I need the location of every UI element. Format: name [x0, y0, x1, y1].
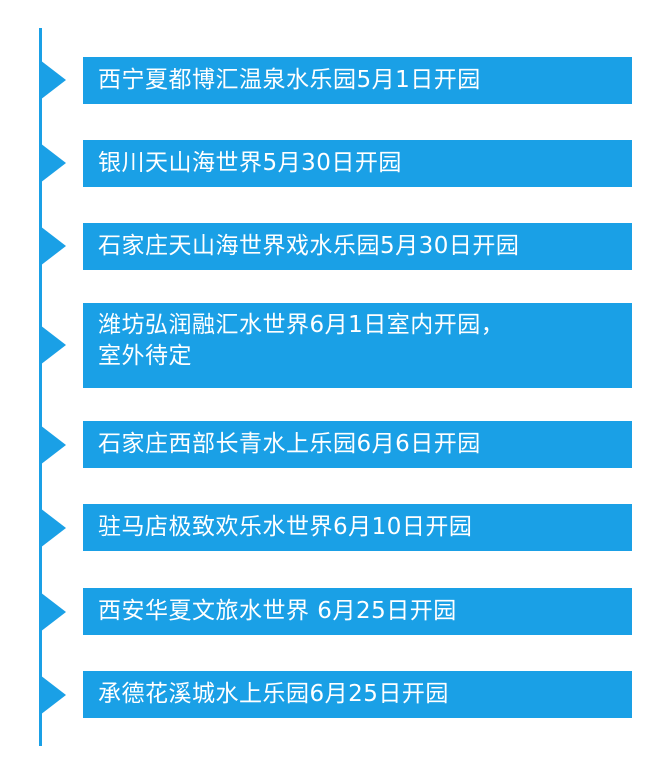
timeline-marker-arrow — [40, 508, 66, 548]
timeline-marker-arrow — [40, 143, 66, 183]
timeline-marker-arrow — [40, 226, 66, 266]
timeline-item-box: 石家庄天山海世界戏水乐园5月30日开园 — [83, 223, 632, 270]
timeline-item-box: 西宁夏都博汇温泉水乐园5月1日开园 — [83, 57, 632, 104]
timeline-item-text: 石家庄天山海世界戏水乐园5月30日开园 — [98, 233, 520, 259]
timeline-item-text: 驻马店极致欢乐水世界6月10日开园 — [98, 514, 473, 540]
timeline-item-box: 潍坊弘润融汇水世界6月1日室内开园， 室外待定 — [83, 303, 632, 388]
timeline-item-box: 石家庄西部长青水上乐园6月6日开园 — [83, 421, 632, 468]
timeline-item-text-line2: 室外待定 — [98, 343, 192, 369]
timeline-item-box: 驻马店极致欢乐水世界6月10日开园 — [83, 504, 632, 551]
timeline-item-text: 承德花溪城水上乐园6月25日开园 — [98, 681, 449, 707]
timeline-item-text: 石家庄西部长青水上乐园6月6日开园 — [98, 431, 481, 457]
timeline-item-box: 承德花溪城水上乐园6月25日开园 — [83, 671, 632, 718]
timeline-axis-line — [39, 28, 42, 746]
timeline-item-text: 银川天山海世界5月30日开园 — [98, 150, 402, 176]
timeline-item-box: 西安华夏文旅水世界 6月25日开园 — [83, 588, 632, 635]
timeline-item-text-line1: 潍坊弘润融汇水世界6月1日室内开园， — [98, 312, 505, 338]
timeline-marker-arrow — [40, 325, 66, 365]
timeline-item-text: 西安华夏文旅水世界 6月25日开园 — [98, 598, 457, 624]
timeline-marker-arrow — [40, 425, 66, 465]
timeline-item-text: 西宁夏都博汇温泉水乐园5月1日开园 — [98, 67, 481, 93]
timeline-marker-arrow — [40, 592, 66, 632]
timeline-marker-arrow — [40, 60, 66, 100]
timeline-marker-arrow — [40, 675, 66, 715]
timeline-item-box: 银川天山海世界5月30日开园 — [83, 140, 632, 187]
